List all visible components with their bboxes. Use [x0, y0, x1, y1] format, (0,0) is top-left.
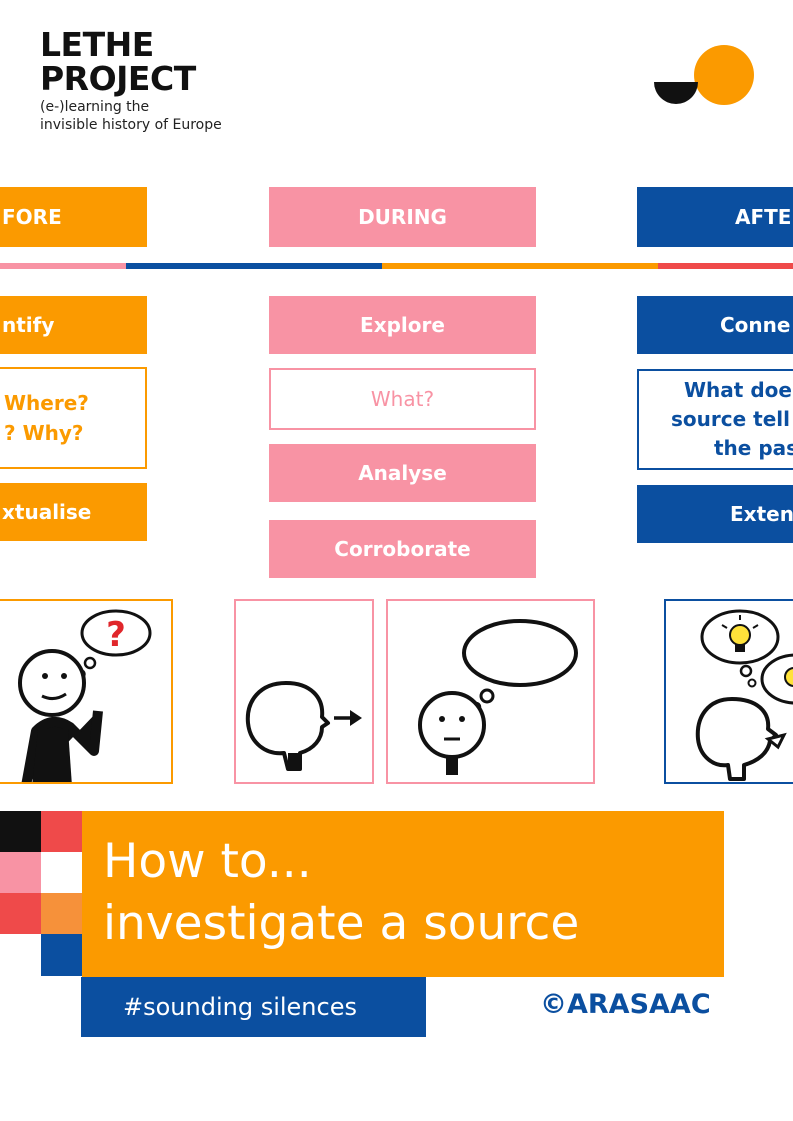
title-line1: How to... — [103, 834, 312, 889]
brand-tagline-line2: invisible history of Europe — [40, 117, 222, 133]
deco-block-white — [41, 852, 82, 893]
before-questions-box: Where? ? Why? — [0, 367, 147, 469]
title-line2: investigate a source — [103, 896, 580, 951]
pictogram-card-ideas — [664, 599, 793, 784]
question-mark-glyph: ? — [106, 615, 126, 655]
before-step-identify: ntify — [0, 296, 147, 354]
timeline-bar — [0, 263, 793, 269]
during-header: DURING — [269, 187, 536, 247]
after-step-extend: Exten — [637, 485, 793, 543]
after-step-connect: Conne — [637, 296, 793, 354]
credit-label: ©ARASAAC — [540, 989, 711, 1020]
during-step-explore: Explore — [269, 296, 536, 354]
hashtag-label: #sounding silences — [81, 977, 426, 1037]
during-step-corroborate: Corroborate — [269, 520, 536, 578]
deco-block-red-2 — [0, 893, 41, 934]
after-question-line3: the pas — [714, 436, 793, 460]
brand-title: LETHE PROJECT — [40, 28, 196, 96]
brand-tagline: (e-)learning the invisible history of Eu… — [40, 98, 222, 134]
brand-title-line1: LETHE — [40, 25, 154, 64]
before-question-line1: Where? — [4, 391, 89, 415]
looking-person-icon — [245, 681, 362, 771]
after-header: AFTE — [637, 187, 793, 247]
pictogram-card-imagining — [386, 599, 595, 784]
during-question-box: What? — [269, 368, 536, 430]
deco-block-orange — [41, 893, 82, 934]
imagining-person-icon — [418, 619, 578, 775]
brand-tagline-line1: (e-)learning the — [40, 99, 150, 115]
title-banner: How to... investigate a source — [82, 811, 724, 977]
brand-title-line2: PROJECT — [40, 59, 196, 98]
before-header: FORE — [0, 187, 147, 247]
after-question-box: What doe source tell the pas — [637, 369, 793, 470]
before-step-contextualise: xtualise — [0, 483, 147, 541]
after-question-line1: What doe — [684, 378, 792, 402]
deco-block-red — [41, 811, 82, 852]
thinking-person-icon: ? — [18, 609, 152, 782]
pictogram-card-thinking: ? — [0, 599, 173, 784]
deco-block-pink — [0, 852, 41, 893]
during-step-analyse: Analyse — [269, 444, 536, 502]
deco-block-black — [0, 811, 41, 852]
pictogram-card-looking — [234, 599, 374, 784]
deco-block-white-2 — [0, 934, 41, 976]
lethe-logo-icon — [654, 45, 754, 105]
after-question-line2: source tell — [671, 407, 790, 431]
ideas-person-icon — [695, 609, 793, 781]
before-question-line2: ? Why? — [4, 421, 84, 445]
deco-block-blue — [41, 934, 82, 976]
